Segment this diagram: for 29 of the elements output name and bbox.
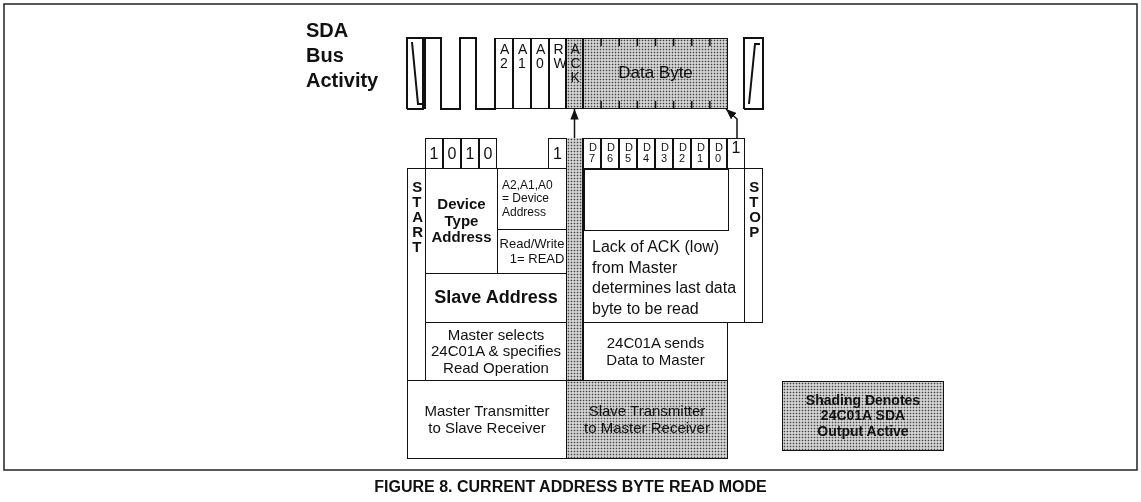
legend-swatch: Shading Denotes 24C01A SDA Output Active	[782, 381, 944, 451]
bit-cell: D5	[619, 138, 637, 169]
bit-cell: D0	[709, 138, 727, 169]
empty-box	[584, 169, 729, 231]
bit-value-cell: 0	[479, 138, 497, 169]
bit-cell: D3	[655, 138, 673, 169]
ack-cell: ACK	[566, 38, 583, 109]
bit-value-cell: 1	[461, 138, 479, 169]
data-byte-cell: Data Byte	[583, 38, 728, 109]
description-box: 24C01A sends Data to Master	[583, 322, 728, 381]
bit-value-cell: 0	[443, 138, 461, 169]
bit-cell: A0	[531, 38, 549, 109]
bit-cell: A2	[495, 38, 513, 109]
bit-cell: D6	[601, 138, 619, 169]
description-box: Lack of ACK (low) from Master determines last data byte to be read	[583, 168, 745, 323]
bit-cell: A1	[513, 38, 531, 109]
bit-value-cell: 1	[425, 138, 443, 169]
direction-box: Master Transmitter to Slave Receiver	[407, 380, 567, 459]
figure-caption: FIGURE 8. CURRENT ADDRESS BYTE READ MODE	[373, 478, 768, 496]
signal-title: SDA Bus Activity	[306, 18, 380, 93]
bit-cell: D7	[583, 138, 601, 169]
bit-value-cell: 1	[727, 138, 745, 169]
bit-cell: D4	[637, 138, 655, 169]
arrow	[725, 108, 738, 139]
bit-cell: D2	[673, 138, 691, 169]
arrow	[570, 108, 579, 139]
bit-cell: D1	[691, 138, 709, 169]
direction-box: Slave Transmitter to Master Receiver	[566, 380, 728, 459]
stop-condition-box: STOP	[744, 168, 763, 323]
